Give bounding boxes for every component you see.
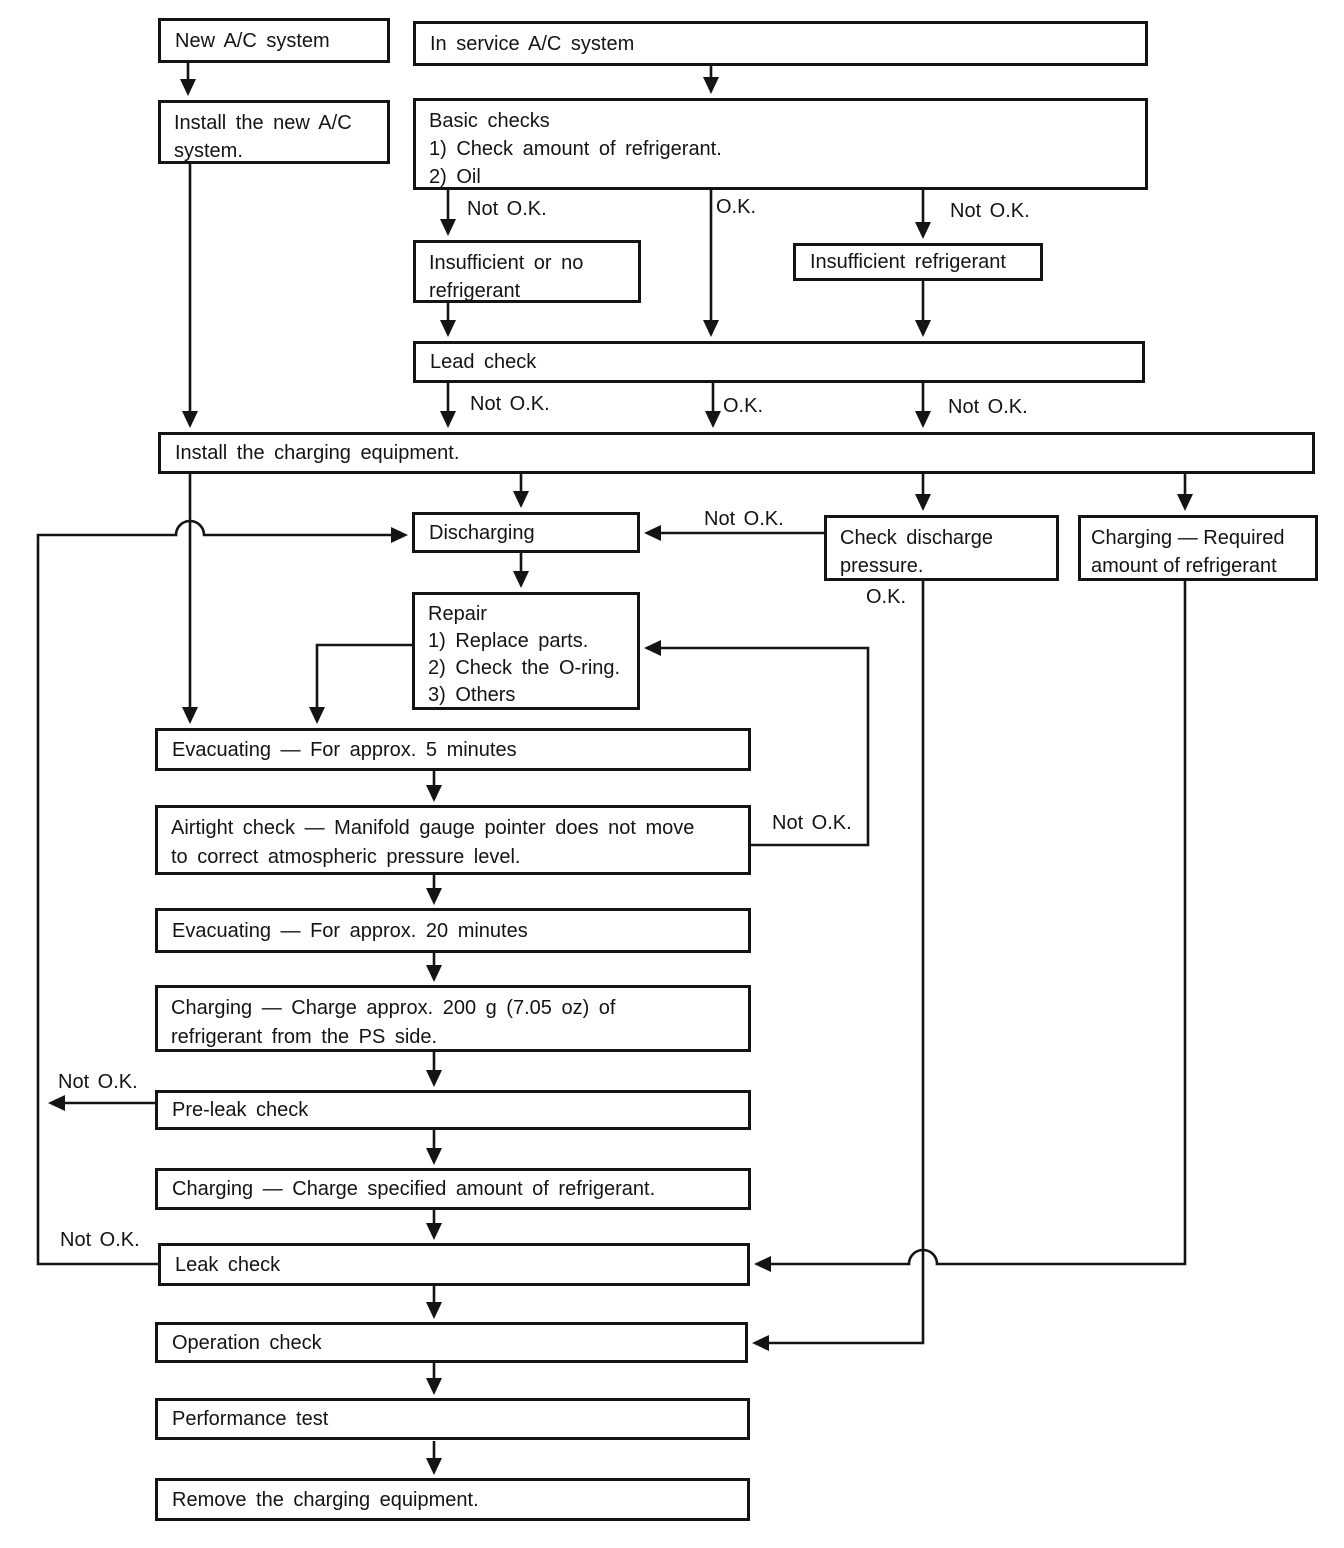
node-pre-leak-check: Pre-leak check (155, 1090, 751, 1130)
label-leak-not-ok: Not O.K. (60, 1229, 140, 1251)
node-discharging: Discharging (412, 512, 640, 553)
label-lead-not-ok-right: Not O.K. (948, 396, 1028, 418)
node-charging-200g: Charging — Charge approx. 200 g (7.05 oz… (155, 985, 751, 1052)
edge-airtight-notok-to-repair (644, 640, 870, 847)
label-basic-not-ok-right: Not O.K. (950, 200, 1030, 222)
edge-checkdischarge-ok-to-operation (752, 581, 925, 1351)
node-operation-check: Operation check (155, 1322, 748, 1363)
edge-left-feedback-to-discharging (36, 519, 408, 1266)
label-discharge-ok: O.K. (866, 586, 907, 608)
label-pre-leak-not-ok: Not O.K. (58, 1071, 138, 1093)
node-repair: Repair 1) Replace parts. 2) Check the O-… (412, 592, 640, 710)
label-lead-not-ok-left: Not O.K. (470, 393, 550, 415)
node-performance-test: Performance test (155, 1398, 750, 1440)
node-install-charging-equipment: Install the charging equipment. (158, 432, 1315, 474)
node-new-ac-system: New A/C system (158, 18, 390, 63)
node-lead-check: Lead check (413, 341, 1145, 383)
node-evacuating-20: Evacuating — For approx. 20 minutes (155, 908, 751, 953)
node-evacuating-5: Evacuating — For approx. 5 minutes (155, 728, 751, 771)
label-basic-not-ok-left: Not O.K. (467, 198, 547, 220)
label-discharge-not-ok: Not O.K. (704, 508, 784, 530)
edge-repair-loop-to-evac5 (309, 643, 412, 724)
label-lead-ok: O.K. (723, 395, 764, 417)
node-charging-specified: Charging — Charge specified amount of re… (155, 1168, 751, 1210)
node-charging-required: Charging — Required amount of refrigeran… (1078, 515, 1318, 581)
node-insufficient-or-no: Insufficient or no refrigerant (413, 240, 641, 303)
node-install-new: Install the new A/C system. (158, 100, 390, 164)
node-airtight-check: Airtight check — Manifold gauge pointer … (155, 805, 751, 875)
node-insufficient-refrigerant: Insufficient refrigerant (793, 243, 1043, 281)
node-basic-checks: Basic checks 1) Check amount of refriger… (413, 98, 1148, 190)
node-check-discharge-pressure: Check discharge pressure. (824, 515, 1059, 581)
node-leak-check: Leak check (158, 1243, 750, 1286)
label-basic-ok: O.K. (716, 196, 757, 218)
node-remove-charging-equipment: Remove the charging equipment. (155, 1478, 750, 1521)
node-in-service: In service A/C system (413, 21, 1148, 66)
label-airtight-not-ok: Not O.K. (772, 812, 852, 834)
edge-chargingrequired-to-leakcheck (754, 581, 1187, 1272)
